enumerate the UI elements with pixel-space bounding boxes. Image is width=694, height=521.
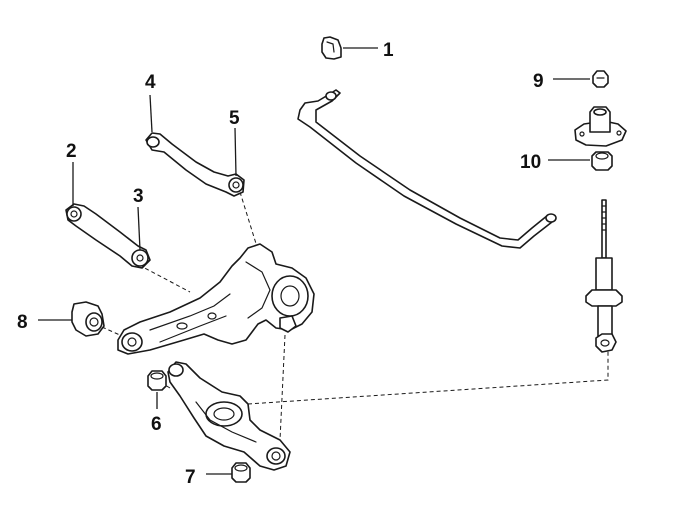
callout-8: 8	[17, 312, 28, 333]
callout-leaders	[38, 47, 590, 475]
callout-6: 6	[151, 414, 162, 435]
lower-arm-part	[167, 361, 291, 471]
upper-arm-part	[145, 132, 245, 197]
callout-labels: 1 2 3 4 5 6 7 8 9 10	[17, 40, 544, 488]
lower-arm-bushing-part	[147, 370, 167, 391]
stabilizer-bushing-part	[321, 36, 342, 60]
callout-4: 4	[145, 72, 156, 93]
callout-3: 3	[133, 186, 144, 207]
shock-absorber-part	[585, 199, 623, 353]
callout-10: 10	[520, 152, 541, 173]
callout-7: 7	[185, 467, 196, 488]
trailing-arm-knuckle-part	[117, 243, 315, 355]
lateral-rod-part	[65, 203, 151, 269]
knuckle-bushing-part	[71, 301, 105, 337]
callout-9: 9	[533, 71, 544, 92]
shock-mount-cushion-part	[591, 151, 613, 171]
callout-1: 1	[383, 40, 394, 61]
assembly-guide-lines	[101, 191, 609, 441]
shock-nut-part	[592, 70, 609, 88]
stabilizer-bar-part	[297, 89, 557, 249]
callout-2: 2	[66, 141, 77, 162]
shock-upper-mount-part	[574, 106, 627, 147]
callout-5: 5	[229, 108, 240, 129]
lower-arm-outer-bushing-part	[231, 462, 251, 483]
